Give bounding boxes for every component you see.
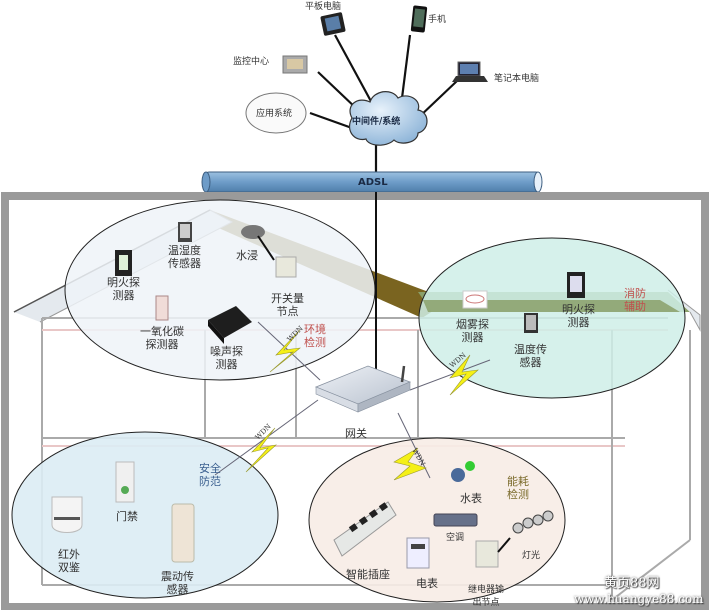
link-laptop xyxy=(417,79,459,119)
tablet-label: 平板电脑 xyxy=(305,2,342,12)
vibration-sensor-device xyxy=(171,503,195,563)
link-monitor xyxy=(317,71,359,111)
energy-device-label: 空调 xyxy=(446,533,465,543)
fire-detector-device xyxy=(115,250,132,276)
fire-zone-title: 消防 辅助 xyxy=(624,287,646,313)
fire-detector-2-device xyxy=(567,272,585,298)
bolt-environment xyxy=(269,329,302,373)
link-app-system xyxy=(309,111,353,130)
security-device-label: 门禁 xyxy=(116,510,138,523)
gateway-router xyxy=(314,365,412,413)
env-device-label: 开关量 节点 xyxy=(271,292,304,318)
fire-device-label: 温度传 感器 xyxy=(514,343,547,369)
laptop-device xyxy=(452,61,488,82)
security-device-label: 红外 双鉴 xyxy=(58,548,80,574)
watermark-title: 黄页88网 xyxy=(604,576,660,591)
smoke-detector-device xyxy=(462,290,488,309)
lights-device xyxy=(512,510,554,534)
fire-device-label: 明火探 测器 xyxy=(562,303,595,329)
environment-zone-title: 环境 检测 xyxy=(304,323,326,349)
water-meter-device xyxy=(451,461,475,482)
security-zone-title: 安全 防范 xyxy=(199,462,221,488)
energy-device-label: 灯光 xyxy=(522,551,541,561)
relay-node-device xyxy=(475,537,511,568)
watermark-url: www.huangye88.com xyxy=(574,592,704,606)
co-detector-device xyxy=(155,295,169,321)
fire-device-label: 烟雾探 测器 xyxy=(456,318,489,344)
tablet-device xyxy=(320,12,346,36)
phone-label: 手机 xyxy=(428,15,447,25)
bolt-energy xyxy=(393,447,427,481)
electric-meter-device xyxy=(406,537,430,569)
app-system-label: 应用系统 xyxy=(256,109,293,119)
gateway-label: 网关 xyxy=(345,427,367,440)
zone-security xyxy=(11,431,279,599)
link-tablet xyxy=(334,34,374,106)
env-device-label: 水浸 xyxy=(236,249,258,262)
middleware-cloud xyxy=(348,91,428,146)
bolt-security xyxy=(245,427,277,473)
humidity-sensor-device xyxy=(178,222,192,242)
adsl-label: ADSL xyxy=(358,177,388,188)
env-device-label: 温湿度 传感器 xyxy=(168,244,201,270)
noise-detector-device xyxy=(208,306,252,344)
energy-device-label: 继电器输 出节点 xyxy=(468,585,505,608)
middleware-label: 中间件/系统 xyxy=(352,117,401,127)
app-system-node xyxy=(245,92,307,134)
energy-device-label: 水表 xyxy=(460,492,482,505)
access-control-device xyxy=(115,461,135,503)
env-device-label: 一氧化碳 探测器 xyxy=(140,325,184,351)
zone-fire xyxy=(418,237,686,399)
wdn-bolts xyxy=(245,329,479,481)
laptop-label: 笔记本电脑 xyxy=(494,74,540,84)
bolt-fire xyxy=(449,354,479,396)
air-conditioner-device xyxy=(433,513,478,527)
link-phone xyxy=(400,34,412,99)
water-leak-device xyxy=(241,225,275,261)
temperature-sensor-device xyxy=(524,313,538,333)
energy-device-label: 智能插座 xyxy=(346,568,390,581)
energy-device-label: 电表 xyxy=(416,577,438,590)
security-device-label: 震动传 感器 xyxy=(161,570,194,596)
monitor-center-label: 监控中心 xyxy=(233,57,270,67)
phone-device xyxy=(410,5,428,33)
monitor-center-device xyxy=(282,55,308,74)
env-device-label: 明火探 测器 xyxy=(107,276,140,302)
energy-zone-title: 能耗 检测 xyxy=(507,475,529,501)
smart-socket-device xyxy=(333,501,397,557)
env-device-label: 噪声探 测器 xyxy=(210,345,243,371)
switch-node-device xyxy=(275,256,297,278)
infrared-detector-device xyxy=(51,496,83,533)
